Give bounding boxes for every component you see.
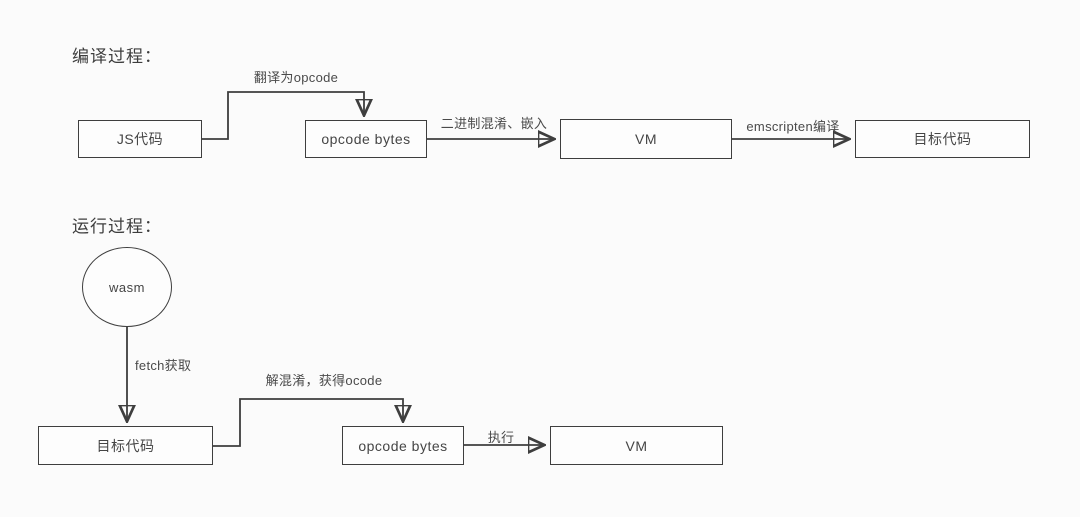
edge-label-execute: 执行 [487, 430, 515, 445]
node-target-code-run: 目标代码 [38, 426, 213, 465]
edge-label-emscripten: emscripten编译 [746, 119, 840, 134]
edge-label-embed: 二进制混淆、嵌入 [440, 116, 548, 131]
node-vm-run: VM [550, 426, 723, 465]
node-js-code: JS代码 [78, 120, 202, 158]
node-vm-compile: VM [560, 119, 732, 159]
node-wasm-circle: wasm [82, 247, 172, 327]
edge-label-translate: 翻译为opcode [253, 70, 339, 85]
node-target-code-compile: 目标代码 [855, 120, 1030, 158]
edge-label-deobfuscate: 解混淆，获得ocode [265, 373, 383, 388]
node-opcode-bytes-run: opcode bytes [342, 426, 464, 465]
node-opcode-bytes-compile: opcode bytes [305, 120, 427, 158]
run-process-title: 运行过程： [72, 217, 162, 236]
compile-process-title: 编译过程： [72, 47, 162, 66]
edge-label-fetch: fetch获取 [135, 358, 192, 373]
